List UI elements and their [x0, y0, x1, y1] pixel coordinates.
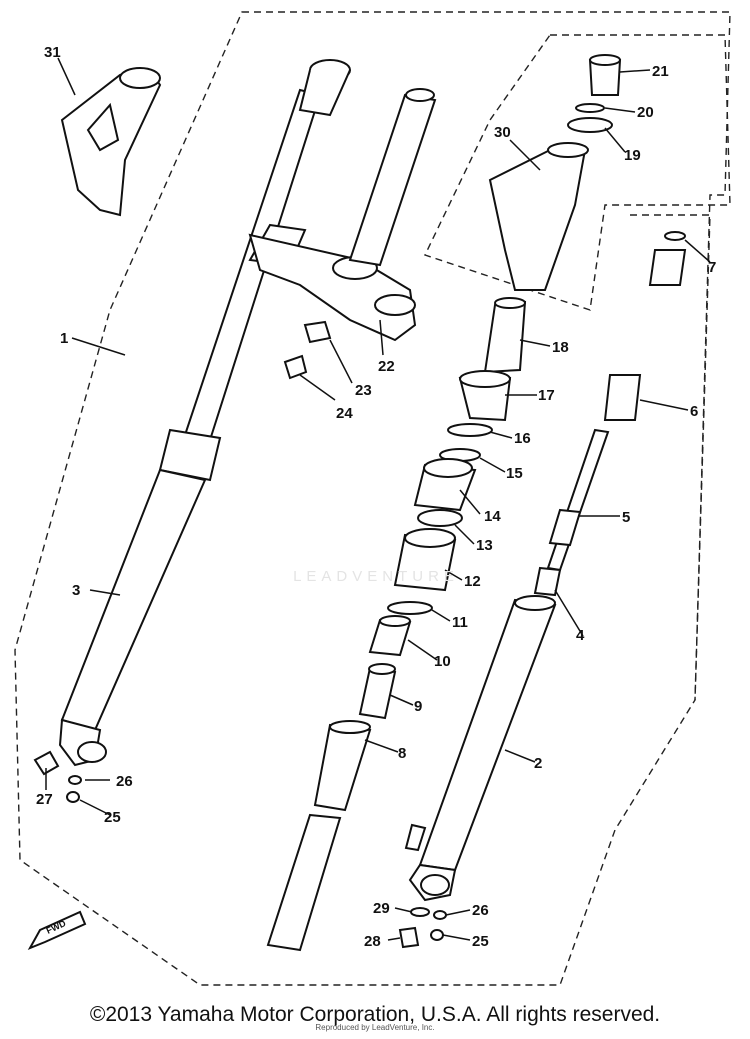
label-15: 15 [506, 465, 523, 482]
label-1: 1 [60, 330, 68, 347]
label-11: 11 [452, 614, 468, 631]
fwd-arrow: FWD [27, 910, 87, 950]
label-17: 17 [538, 387, 555, 404]
bracket-31 [60, 67, 162, 217]
fasteners-23-24 [283, 320, 332, 380]
label-6: 6 [690, 403, 698, 420]
label-12: 12 [464, 573, 481, 590]
label-22: 22 [378, 358, 395, 375]
label-10: 10 [434, 653, 451, 670]
label-16: 16 [514, 430, 531, 447]
label-20: 20 [637, 104, 654, 121]
label-23: 23 [355, 382, 372, 399]
label-2: 2 [534, 755, 542, 772]
label-7: 7 [708, 259, 716, 276]
inner-tube-2 [404, 595, 557, 902]
label-26: 26 [116, 773, 133, 790]
label-14: 14 [484, 508, 501, 525]
label-3: 3 [72, 582, 80, 599]
right-bottom-hardware [398, 907, 447, 949]
label-19: 19 [624, 147, 641, 164]
label-21: 21 [652, 63, 669, 80]
watermark: LEADVENTURE [293, 568, 459, 585]
center-stack [266, 297, 527, 952]
label-25: 25 [104, 809, 121, 826]
label-31: 31 [44, 44, 61, 61]
leader-lines [45, 57, 711, 941]
label-24: 24 [336, 405, 353, 422]
part-labels: 31 1 3 27 26 25 22 23 24 18 17 16 15 14 … [36, 44, 716, 950]
copyright-notice: ©2013 Yamaha Motor Corporation, U.S.A. A… [89, 1003, 661, 1026]
label-30: 30 [494, 124, 511, 141]
reproduced-notice: Reproduced by LeadVenture, Inc. [315, 1023, 435, 1032]
right-column-parts [533, 231, 687, 597]
label-8: 8 [398, 745, 406, 762]
label-28: 28 [364, 933, 381, 950]
label-9: 9 [414, 698, 422, 715]
label-29: 29 [373, 900, 390, 917]
label-25b: 25 [472, 933, 489, 950]
label-18: 18 [552, 339, 569, 356]
outer-tube-3 [58, 59, 351, 767]
upper-right-group [488, 54, 622, 291]
label-26b: 26 [472, 902, 489, 919]
steering-bracket-22 [248, 88, 437, 342]
left-bottom-hardware [33, 750, 82, 803]
label-5: 5 [622, 509, 630, 526]
assembly-boundaries [14, 11, 731, 986]
label-4: 4 [576, 627, 585, 644]
label-27: 27 [36, 791, 53, 808]
label-13: 13 [476, 537, 493, 554]
